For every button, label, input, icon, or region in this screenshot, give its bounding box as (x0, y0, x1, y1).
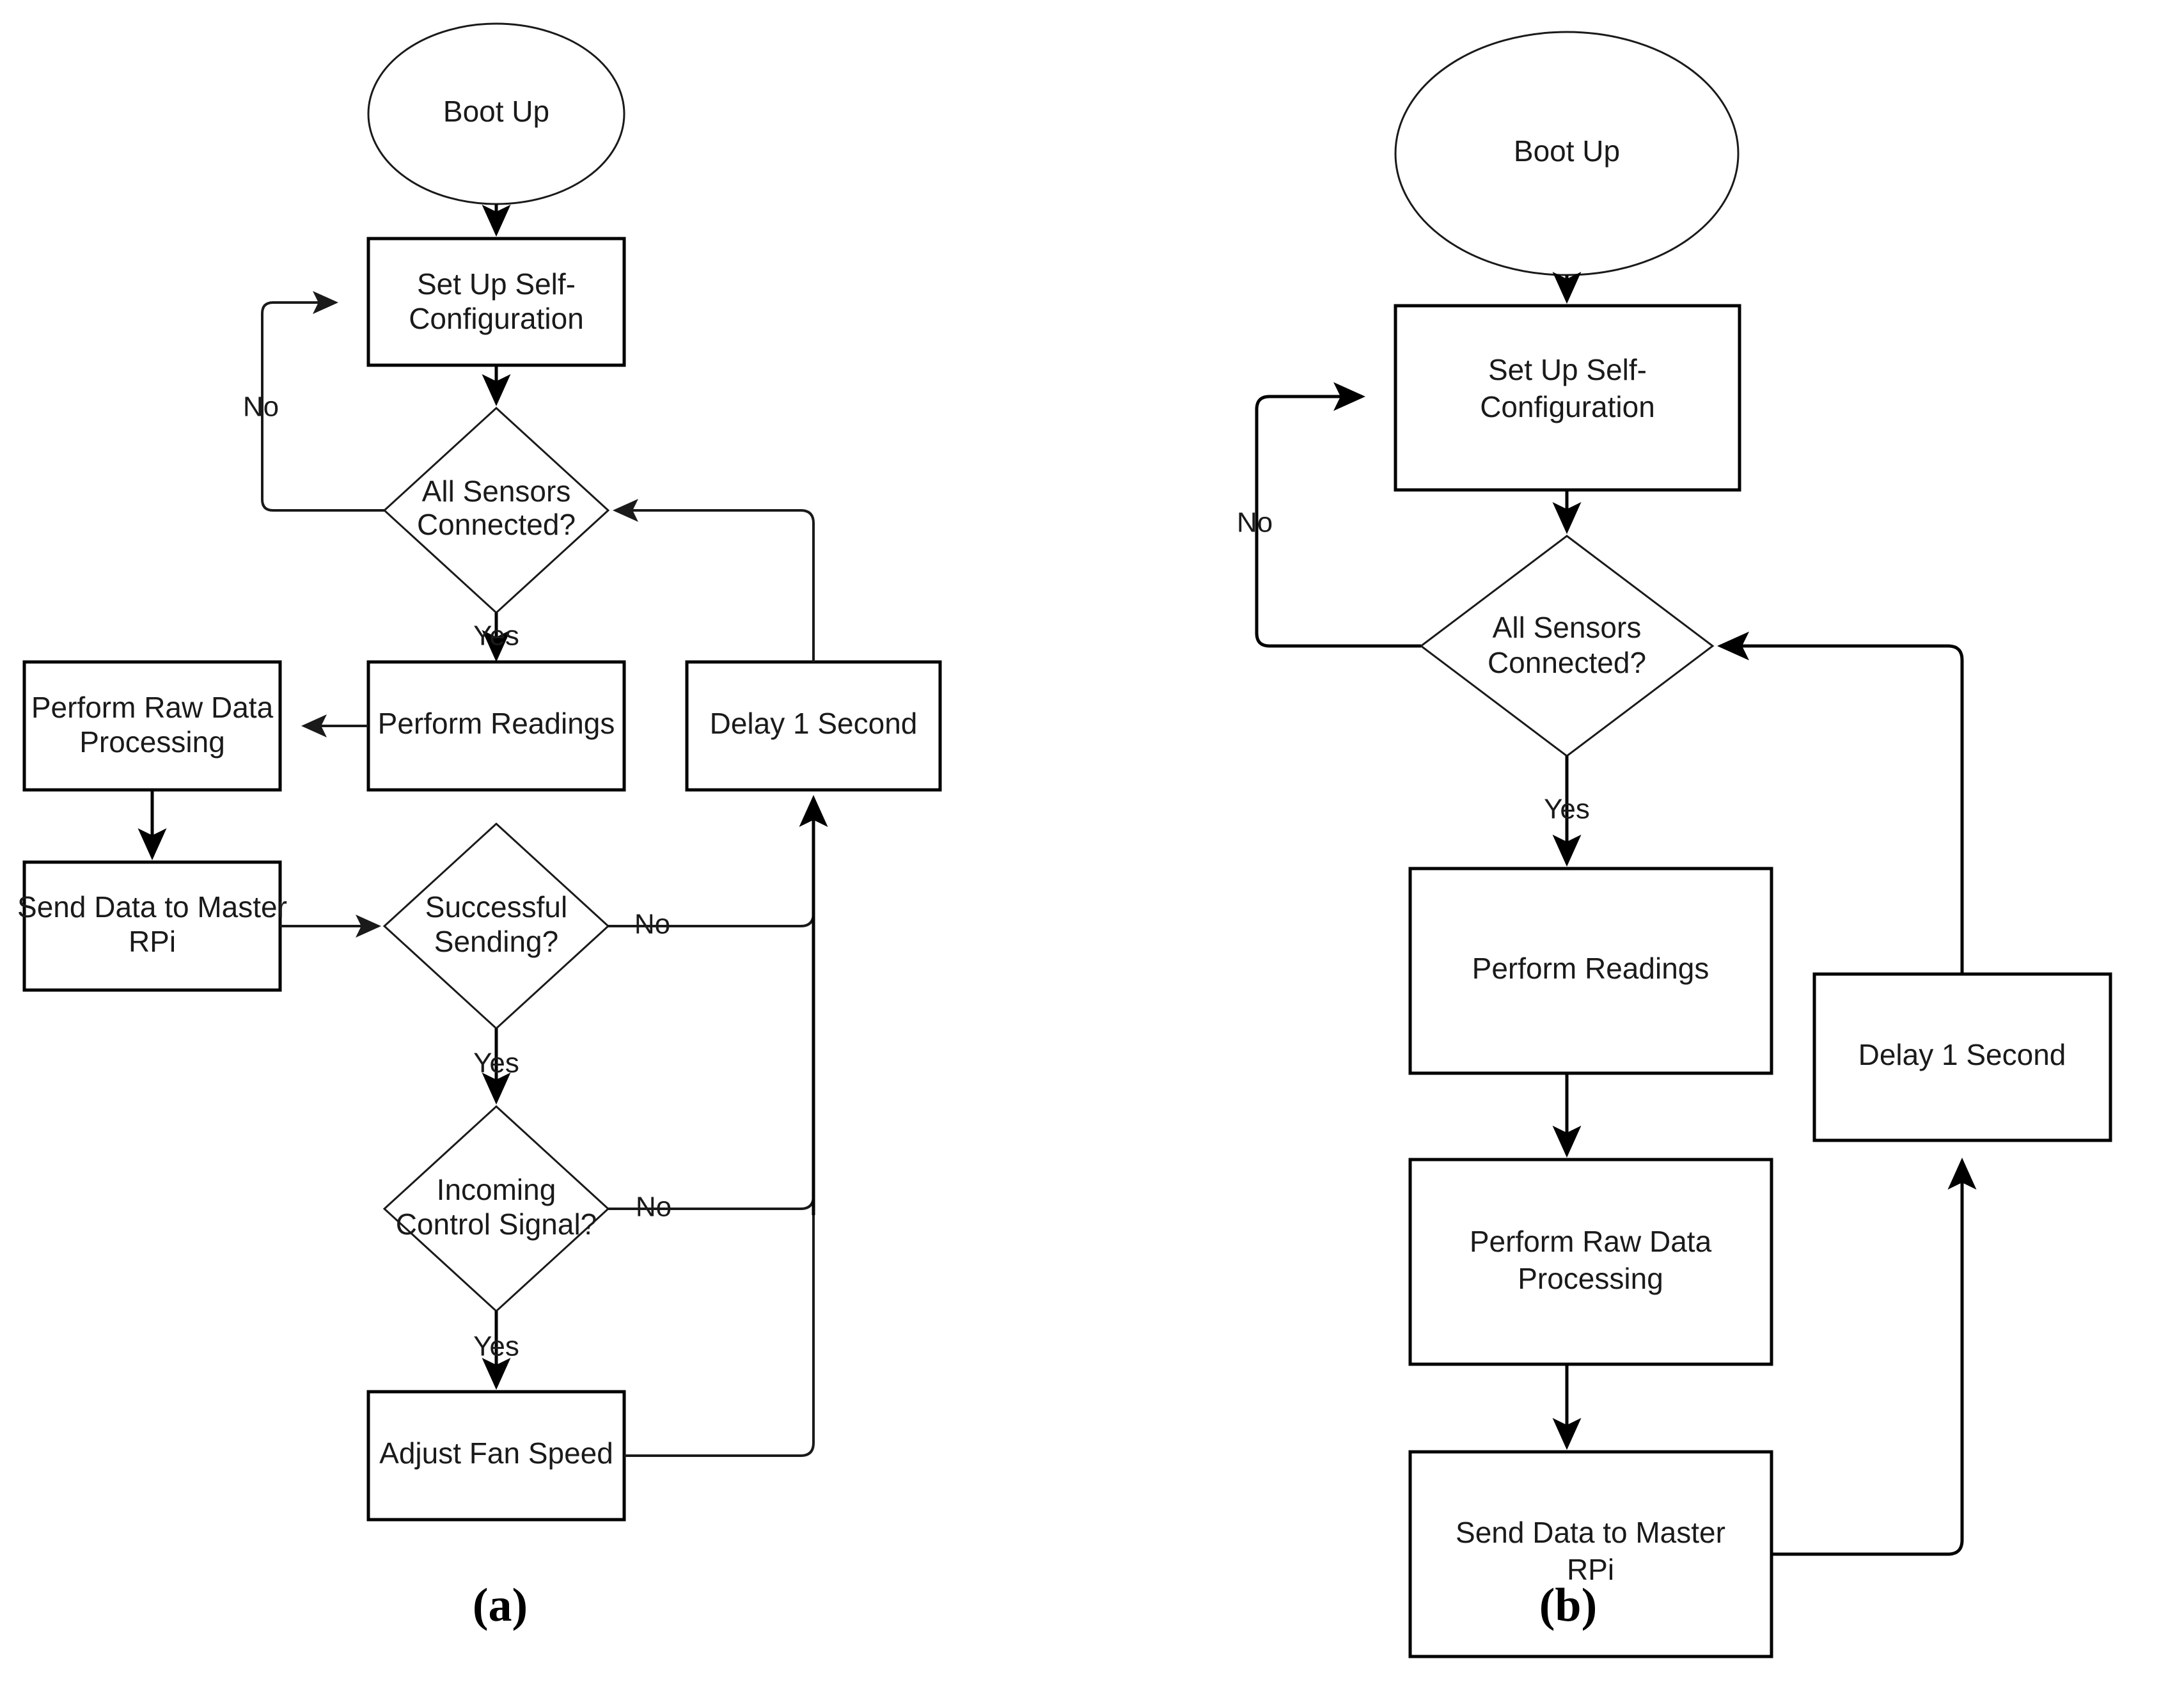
node-a-control-label-line1: Incoming (437, 1173, 556, 1206)
edge-label-b-sensors-yes: Yes (1544, 794, 1590, 825)
node-a-sending-label-line1: Successful (425, 890, 567, 924)
node-b-senddata-label-line1: Send Data to Master (1456, 1516, 1725, 1549)
node-b-sensors-label-line1: All Sensors (1493, 611, 1642, 644)
node-b-rawdata[interactable]: Perform Raw Data Processing (1408, 1158, 1773, 1366)
node-a-sensors-label-line1: All Sensors (422, 475, 571, 508)
edge-a-delay-to-sensors (613, 499, 815, 662)
panel-b-group: Boot Up Set Up Self- Configuration All S… (1237, 31, 2112, 1658)
node-a-boot-label: Boot Up (443, 95, 549, 128)
node-b-rawdata-label-line2: Processing (1518, 1262, 1663, 1295)
node-b-boot-label: Boot Up (1514, 134, 1620, 168)
node-a-setup-label-line1: Set Up Self- (417, 267, 576, 301)
node-a-readings-label: Perform Readings (378, 707, 615, 740)
node-b-setup-label-line2: Configuration (1480, 390, 1655, 423)
node-a-sensors[interactable]: All Sensors Connected? (382, 406, 610, 615)
node-b-setup-label-line1: Set Up Self- (1488, 353, 1647, 386)
node-a-sending[interactable]: Successful Sending? (382, 822, 610, 1030)
node-a-sensors-label-line2: Connected? (417, 508, 576, 541)
node-a-control-label-line2: Control Signal? (396, 1208, 597, 1241)
node-a-senddata-label-line2: RPi (129, 925, 176, 958)
node-a-rawdata[interactable]: Perform Raw Data Processing (22, 660, 282, 792)
edge-label-a-sensors-yes: Yes (473, 620, 519, 652)
edge-label-a-sensors-no: No (243, 391, 279, 423)
node-b-senddata-label-line2: RPi (1567, 1553, 1614, 1586)
node-b-sensors-label-line2: Connected? (1488, 646, 1646, 679)
edge-a-control-no-to-delay (608, 940, 815, 1210)
node-a-delay[interactable]: Delay 1 Second (685, 660, 942, 792)
edge-label-a-control-yes: Yes (473, 1331, 519, 1362)
node-a-senddata[interactable]: Send Data to Master RPi (17, 860, 287, 992)
node-b-senddata[interactable]: Send Data to Master RPi (1408, 1450, 1773, 1658)
edge-label-a-sending-no: No (634, 909, 670, 940)
node-a-sending-label-line2: Sending? (434, 925, 558, 958)
node-a-control[interactable]: Incoming Control Signal? (382, 1105, 610, 1313)
node-b-delay[interactable]: Delay 1 Second (1812, 972, 2112, 1142)
edge-b-delay-to-sensors (1717, 631, 1964, 974)
node-b-setup[interactable]: Set Up Self- Configuration (1394, 304, 1741, 492)
node-b-readings[interactable]: Perform Readings (1408, 867, 1773, 1075)
node-b-delay-label: Delay 1 Second (1858, 1038, 2066, 1071)
node-b-boot[interactable]: Boot Up (1394, 31, 1740, 276)
edge-a-sensors-no-to-setup (261, 291, 384, 512)
edge-a-fanspeed-to-delay (624, 1188, 815, 1457)
node-b-rawdata-label-line1: Perform Raw Data (1470, 1225, 1712, 1258)
node-a-delay-label: Delay 1 Second (710, 707, 918, 740)
edge-label-b-sensors-no: No (1237, 507, 1273, 539)
edge-label-a-sending-yes: Yes (473, 1048, 519, 1079)
node-a-boot[interactable]: Boot Up (367, 22, 625, 205)
panel-a-group: Boot Up Set Up Self- Configuration All S… (17, 22, 942, 1522)
node-b-sensors[interactable]: All Sensors Connected? (1419, 535, 1715, 757)
node-a-readings[interactable]: Perform Readings (366, 660, 626, 792)
node-a-fanspeed-label: Adjust Fan Speed (379, 1436, 613, 1470)
node-a-senddata-label-line1: Send Data to Master (17, 890, 287, 924)
node-a-setup[interactable]: Set Up Self- Configuration (366, 237, 626, 367)
edge-label-a-control-no: No (636, 1192, 672, 1223)
edge-b-sensors-no-to-setup (1255, 382, 1421, 648)
panel-a-caption: (a) (472, 1579, 528, 1632)
node-a-rawdata-label-line1: Perform Raw Data (31, 691, 274, 724)
edge-b-senddata-to-delay (1772, 1158, 1977, 1556)
node-b-readings-label: Perform Readings (1472, 952, 1709, 985)
node-a-setup-label-line2: Configuration (409, 302, 584, 335)
panel-b-caption: (b) (1539, 1579, 1598, 1632)
node-a-rawdata-label-line2: Processing (79, 725, 225, 759)
node-a-fanspeed[interactable]: Adjust Fan Speed (366, 1390, 626, 1522)
